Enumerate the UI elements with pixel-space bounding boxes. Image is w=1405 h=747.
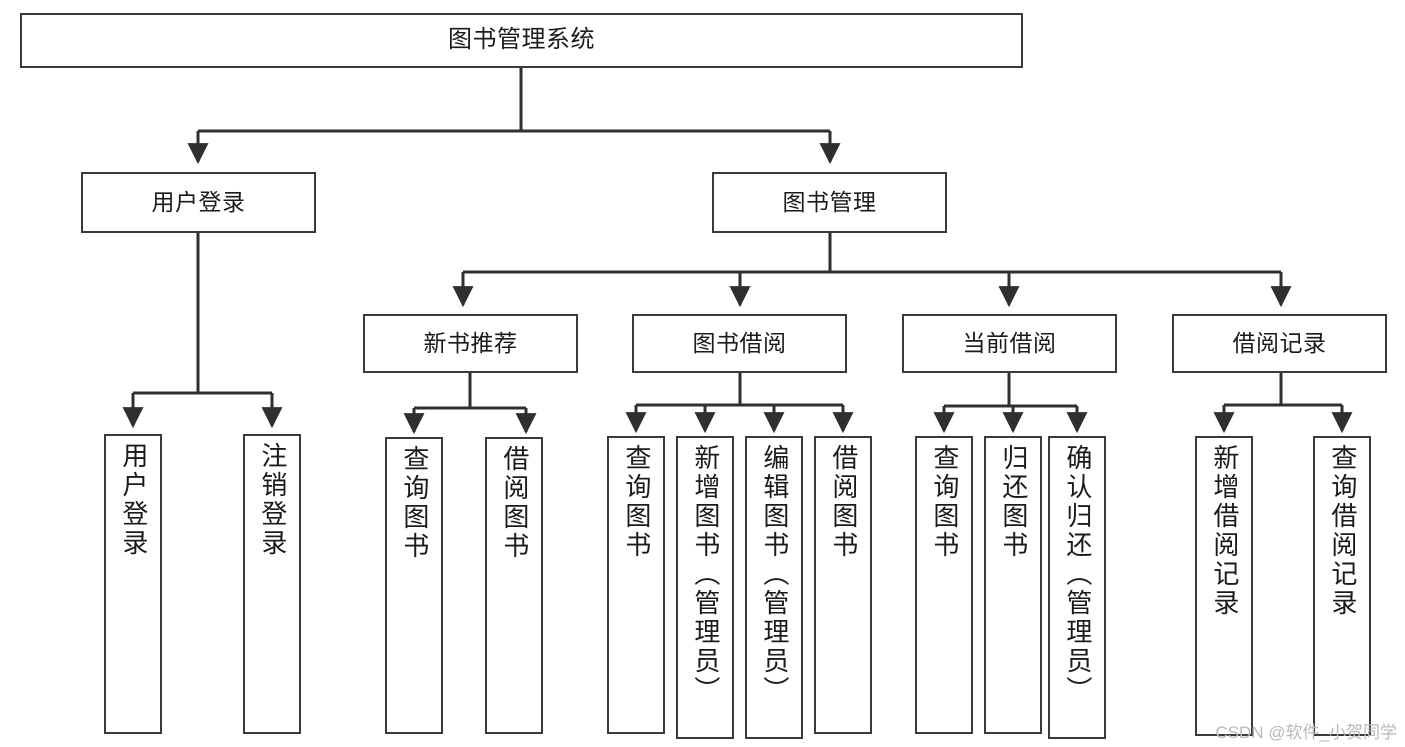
node-label: 图书借阅 (692, 329, 787, 356)
node-label: 编辑图书（管理员） (759, 444, 790, 705)
leaf-query-book-borrow[interactable]: 查询图书 (607, 436, 665, 734)
node-root-system[interactable]: 图书管理系统 (20, 13, 1023, 68)
node-label: 归还图书 (998, 444, 1029, 560)
leaf-query-book-recommend[interactable]: 查询图书 (385, 437, 443, 734)
leaf-confirm-return[interactable]: 确认归还（管理员） (1048, 436, 1106, 739)
node-book-management[interactable]: 图书管理 (712, 172, 947, 233)
watermark: CSDN @软件_小贺同学 (1215, 723, 1397, 742)
node-label: 借阅图书 (499, 445, 530, 561)
leaf-add-borrow-record[interactable]: 新增借阅记录 (1195, 436, 1253, 736)
node-label: 图书管理 (782, 188, 877, 215)
node-label: 借阅记录 (1232, 329, 1327, 356)
leaf-edit-book[interactable]: 编辑图书（管理员） (745, 436, 803, 739)
node-label: 当前借阅 (962, 329, 1057, 356)
leaf-user-login[interactable]: 用户登录 (104, 434, 162, 734)
leaf-query-borrow-record[interactable]: 查询借阅记录 (1313, 436, 1371, 736)
node-user-login[interactable]: 用户登录 (81, 172, 316, 233)
leaf-return-book[interactable]: 归还图书 (984, 436, 1042, 734)
node-label: 新增借阅记录 (1209, 444, 1240, 618)
node-label: 查询借阅记录 (1327, 444, 1358, 618)
leaf-query-book-current[interactable]: 查询图书 (915, 436, 973, 734)
node-label: 图书管理系统 (448, 26, 595, 54)
node-label: 查询图书 (929, 444, 960, 560)
leaf-logout-login[interactable]: 注销登录 (243, 434, 301, 734)
node-label: 新书推荐 (423, 329, 518, 356)
node-label: 确认归还（管理员） (1062, 444, 1093, 705)
node-book-borrow[interactable]: 图书借阅 (632, 314, 847, 373)
node-current-borrow[interactable]: 当前借阅 (902, 314, 1117, 373)
leaf-borrow-book-recommend[interactable]: 借阅图书 (485, 437, 543, 734)
node-label: 借阅图书 (828, 444, 859, 560)
node-label: 用户登录 (151, 188, 246, 215)
leaf-borrow-book-borrow[interactable]: 借阅图书 (814, 436, 872, 734)
node-label: 查询图书 (621, 444, 652, 560)
node-label: 注销登录 (257, 442, 288, 558)
node-label: 查询图书 (399, 445, 430, 561)
node-label: 新增图书（管理员） (690, 444, 721, 705)
leaf-add-book[interactable]: 新增图书（管理员） (676, 436, 734, 739)
node-borrow-record[interactable]: 借阅记录 (1172, 314, 1387, 373)
node-new-book-recommend[interactable]: 新书推荐 (363, 314, 578, 373)
node-label: 用户登录 (118, 442, 149, 558)
